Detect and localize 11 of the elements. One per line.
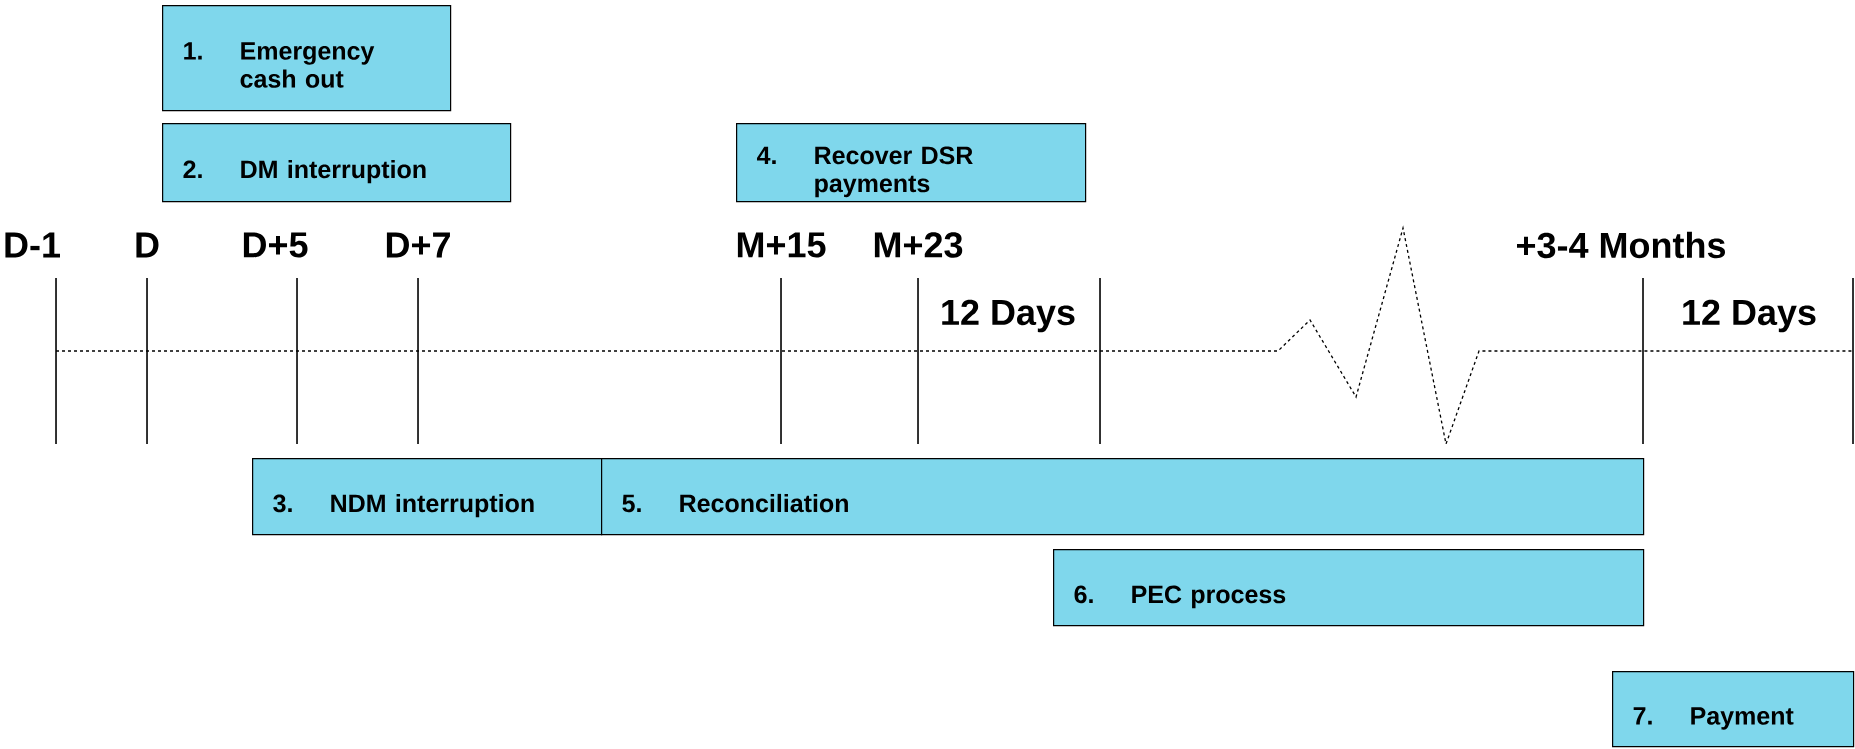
process-box: 1. Emergency cash out (162, 5, 452, 112)
process-box: 2. DM interruption (162, 123, 512, 203)
process-box: 3. NDM interruption (252, 458, 603, 536)
timeline-label: 12 Days (942, 299, 1075, 333)
process-box: 7. Payment (1612, 671, 1855, 748)
timeline-label: D-1 (5, 232, 60, 258)
timeline-label: 12 Days (1683, 299, 1816, 333)
timeline-label: D (136, 232, 159, 258)
timeline-label: +3-4 Months (1517, 231, 1725, 259)
process-box: 4. Recover DSR payments (736, 123, 1087, 203)
process-box: 6. PEC process (1053, 549, 1645, 627)
